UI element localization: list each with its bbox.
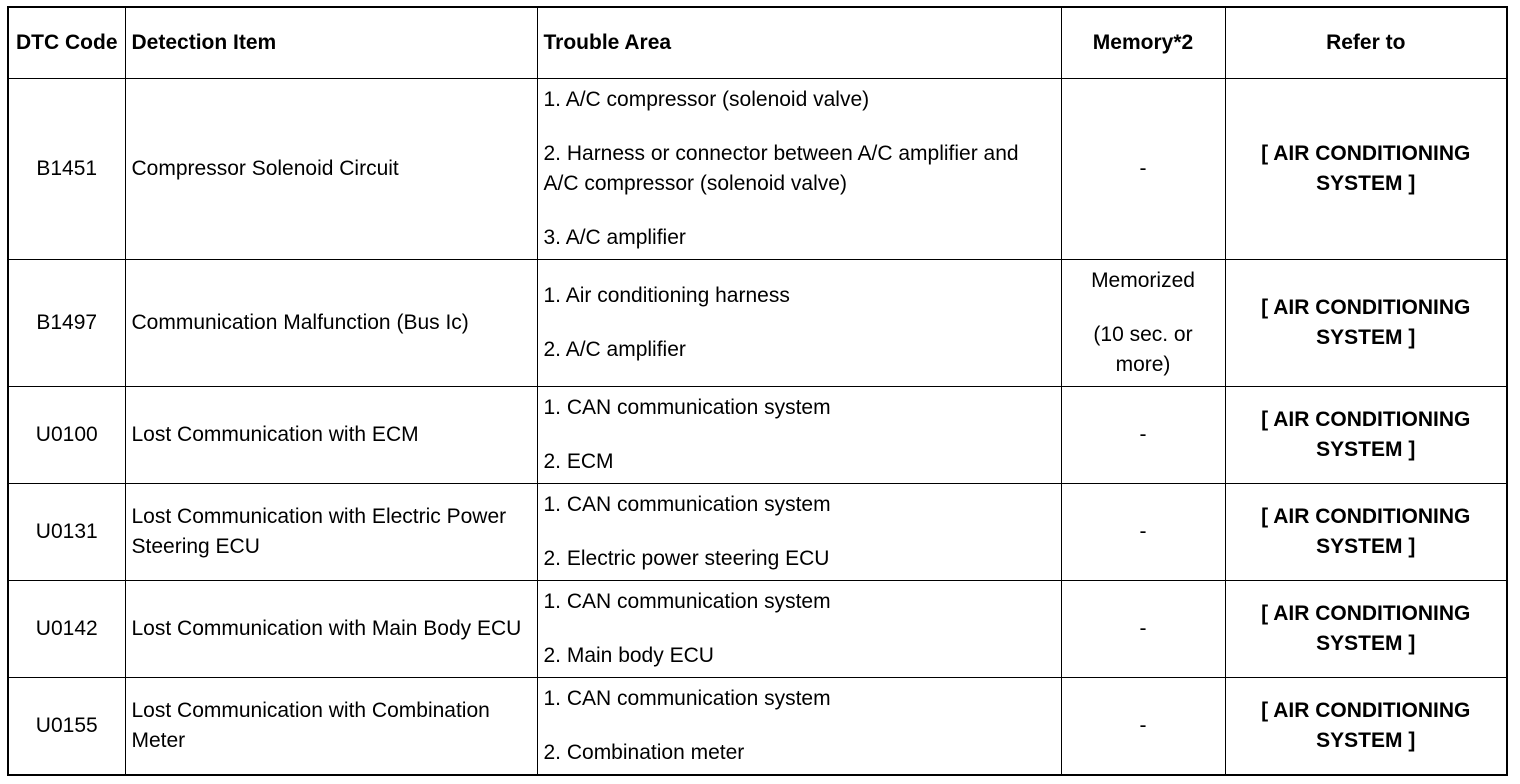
trouble-area-item: 2. Combination meter (543, 741, 745, 764)
trouble-area-item: 1. CAN communication system (543, 590, 831, 613)
refer-to-cell: [ AIR CONDITIONING SYSTEM ] (1224, 483, 1508, 581)
trouble-area-cell: 1. CAN communication system 2. Main body… (536, 580, 1062, 678)
detection-item-cell: Lost Communication with Electric Power S… (124, 483, 538, 581)
detection-item-cell: Lost Communication with Combination Mete… (124, 677, 538, 776)
memory-cell: - (1060, 78, 1226, 260)
trouble-area-item: 3. A/C amplifier (543, 226, 686, 249)
memory-cell: Memorized (10 sec. or more) (1060, 259, 1226, 387)
memory-cell: - (1060, 580, 1226, 678)
trouble-area-item: 1. CAN communication system (543, 396, 831, 419)
header-detection-item: Detection Item (124, 6, 538, 79)
table-header: DTC Code Detection Item Trouble Area Mem… (7, 6, 1508, 79)
trouble-area-cell: 1. Air conditioning harness 2. A/C ampli… (536, 259, 1062, 387)
refer-to-cell: [ AIR CONDITIONING SYSTEM ] (1224, 386, 1508, 484)
trouble-area-item: 1. CAN communication system (543, 493, 831, 516)
header-row: DTC Code Detection Item Trouble Area Mem… (7, 6, 1508, 79)
dtc-code-cell: U0100 (7, 386, 126, 484)
trouble-area-cell: 1. CAN communication system 2. Electric … (536, 483, 1062, 581)
dtc-table: DTC Code Detection Item Trouble Area Mem… (7, 6, 1508, 776)
dtc-code-cell: U0142 (7, 580, 126, 678)
dtc-code-cell: B1451 (7, 78, 126, 260)
table-row: B1497 Communication Malfunction (Bus Ic)… (7, 259, 1508, 387)
trouble-area-item: 2. ECM (543, 450, 614, 473)
trouble-area-item: 1. Air conditioning harness (543, 284, 790, 307)
memory-cell: - (1060, 677, 1226, 776)
detection-item-cell: Lost Communication with Main Body ECU (124, 580, 538, 678)
dtc-code-cell: B1497 (7, 259, 126, 387)
memory-status: Memorized (1091, 269, 1195, 292)
table-row: U0142 Lost Communication with Main Body … (7, 580, 1508, 678)
table-row: U0155 Lost Communication with Combinatio… (7, 677, 1508, 776)
header-dtc-code: DTC Code (7, 6, 126, 79)
header-memory: Memory*2 (1060, 6, 1226, 79)
memory-cell: - (1060, 483, 1226, 581)
trouble-area-item: 1. A/C compressor (solenoid valve) (543, 88, 870, 111)
detection-item-cell: Compressor Solenoid Circuit (124, 78, 538, 260)
header-refer-to: Refer to (1224, 6, 1508, 79)
trouble-area-item: 2. Main body ECU (543, 644, 714, 667)
trouble-area-item: 1. CAN communication system (543, 687, 831, 710)
table-row: U0100 Lost Communication with ECM 1. CAN… (7, 386, 1508, 484)
table-row: U0131 Lost Communication with Electric P… (7, 483, 1508, 581)
header-trouble-area: Trouble Area (536, 6, 1062, 79)
detection-item-cell: Lost Communication with ECM (124, 386, 538, 484)
table-body: B1451 Compressor Solenoid Circuit 1. A/C… (7, 78, 1508, 776)
trouble-area-item: 2. A/C amplifier (543, 338, 686, 361)
trouble-area-cell: 1. A/C compressor (solenoid valve) 2. Ha… (536, 78, 1062, 260)
refer-to-cell: [ AIR CONDITIONING SYSTEM ] (1224, 677, 1508, 776)
dtc-code-cell: U0131 (7, 483, 126, 581)
memory-condition: (10 sec. or more) (1093, 323, 1193, 376)
trouble-area-cell: 1. CAN communication system 2. Combinati… (536, 677, 1062, 776)
table-row: B1451 Compressor Solenoid Circuit 1. A/C… (7, 78, 1508, 260)
refer-to-cell: [ AIR CONDITIONING SYSTEM ] (1224, 259, 1508, 387)
dtc-code-cell: U0155 (7, 677, 126, 776)
memory-cell: - (1060, 386, 1226, 484)
detection-item-cell: Communication Malfunction (Bus Ic) (124, 259, 538, 387)
trouble-area-item: 2. Harness or connector between A/C ampl… (543, 142, 1019, 195)
trouble-area-cell: 1. CAN communication system 2. ECM (536, 386, 1062, 484)
refer-to-cell: [ AIR CONDITIONING SYSTEM ] (1224, 580, 1508, 678)
trouble-area-item: 2. Electric power steering ECU (543, 547, 830, 570)
refer-to-cell: [ AIR CONDITIONING SYSTEM ] (1224, 78, 1508, 260)
